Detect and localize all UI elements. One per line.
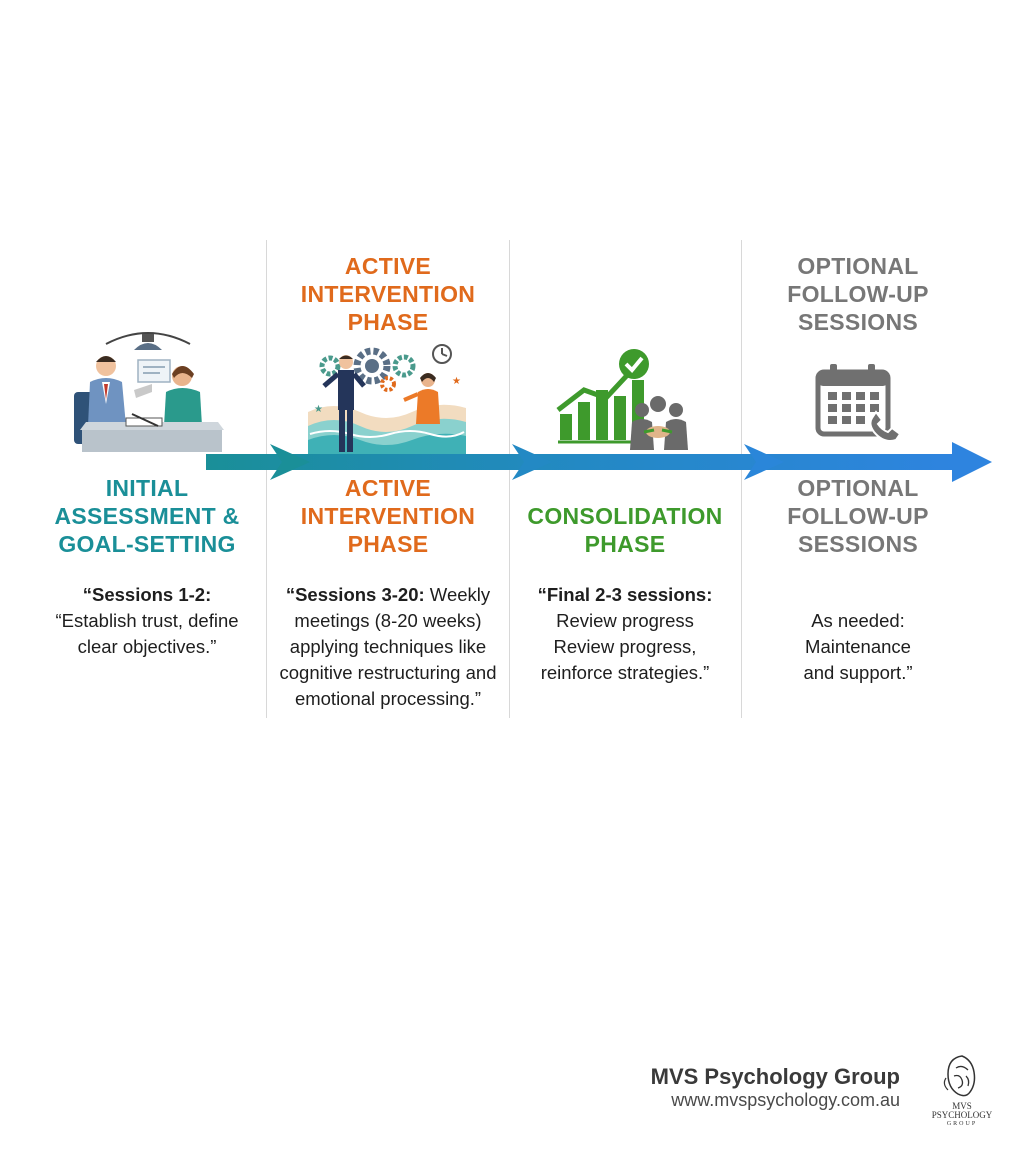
initial-phase-title: INITIAL ASSESSMENT & GOAL-SETTING: [54, 475, 240, 557]
company-url: www.mvspsychology.com.au: [671, 1090, 900, 1110]
followup-phase-description: As needed: Maintenance and support.”: [803, 610, 913, 683]
arrow-head: [952, 442, 992, 482]
calendar-phone-icon: [815, 364, 902, 442]
column-divider: [741, 240, 742, 718]
assessment-meeting-icon: [74, 332, 224, 452]
chevron-arrow-2: [512, 444, 552, 480]
active-phase-title: ACTIVE INTERVENTION PHASE: [300, 475, 476, 557]
initial-phase-description: “Sessions 1-2: “Establish trust, define …: [55, 584, 239, 657]
svg-text:★: ★: [314, 404, 323, 415]
column-divider: [266, 240, 267, 718]
company-name: MVS Psychology Group: [650, 1064, 900, 1089]
svg-text:★: ★: [452, 376, 461, 387]
followup-phase-title: OPTIONAL FOLLOW-UP SESSIONS: [787, 475, 929, 557]
growth-chart-handshake-icon: [556, 349, 688, 450]
logo-text: MVS PSYCHOLOGY GROUP: [931, 1101, 993, 1128]
active-phase-description: “Sessions 3-20: Weekly meetings (8-20 we…: [279, 584, 497, 709]
intervention-gears-icon: ★ ★: [308, 344, 466, 454]
timeline-arrow: [206, 442, 992, 482]
consolidation-phase-title: CONSOLIDATION PHASE: [527, 503, 723, 557]
column-divider: [509, 240, 510, 718]
chevron-arrow-1: [270, 444, 310, 480]
mvs-logo-icon: [943, 1055, 976, 1097]
chevron-arrow-3: [744, 444, 784, 480]
followup-phase-header: OPTIONAL FOLLOW-UP SESSIONS: [787, 253, 929, 335]
consolidation-phase-description: “Final 2-3 sessions: Review progress Rev…: [537, 584, 713, 683]
active-phase-header: ACTIVE INTERVENTION PHASE: [300, 253, 476, 335]
